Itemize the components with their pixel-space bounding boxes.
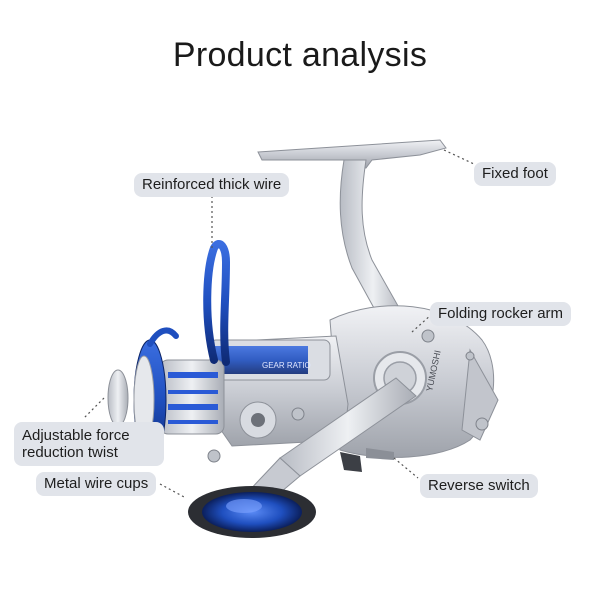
reverse-switch-part [340,452,362,472]
label-adjustable-force-reduction-twist: Adjustable force reduction twist [14,422,164,466]
leader-lines [83,149,475,499]
page-title: Product analysis [172,36,428,74]
label-reinforced-thick-wire: Reinforced thick wire [134,173,290,197]
label-metal-wire-cups: Metal wire cups [36,472,157,496]
fixed-foot-part [257,139,447,331]
label-folding-rocker-arm: Folding rocker arm [430,302,572,326]
label-reverse-switch: Reverse switch [420,474,538,498]
handle-knob [188,486,316,538]
bail-wire [147,240,231,366]
spool-text: GEAR RATIO [262,361,311,370]
label-fixed-foot: Fixed foot [474,162,556,186]
